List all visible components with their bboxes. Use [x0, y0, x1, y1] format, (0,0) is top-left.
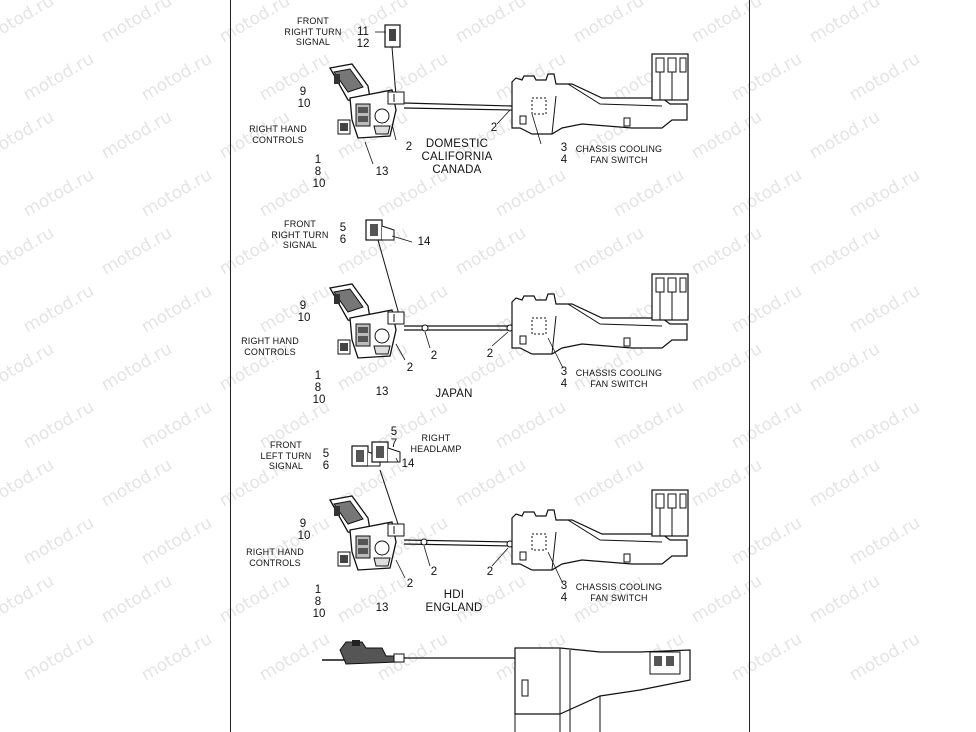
side-view-diagram — [322, 640, 691, 732]
headlamp-label: RIGHT HEADLAMP — [410, 433, 462, 454]
part-number-6: 6 — [322, 460, 330, 472]
hdi-diagram — [329, 441, 689, 585]
part-number-3: 3 — [560, 366, 568, 378]
part-number-8: 8 — [314, 166, 322, 178]
part-number-12: 12 — [356, 38, 370, 50]
part-number-5: 5 — [322, 448, 330, 460]
part-number-3: 3 — [560, 142, 568, 154]
part-number-7: 7 — [390, 438, 398, 450]
part-number-11: 11 — [357, 26, 369, 38]
part-number-1: 1 — [314, 584, 322, 596]
part-number-13: 13 — [375, 602, 389, 614]
switch-label: CHASSIS COOLING FAN SWITCH — [575, 368, 663, 389]
hand-controls-label: RIGHT HAND CONTROLS — [246, 547, 304, 568]
part-number-2c: 2 — [486, 566, 494, 578]
hand-controls-label: RIGHT HAND CONTROLS — [249, 124, 307, 145]
part-number-2: 2 — [405, 141, 413, 153]
part-number-13: 13 — [375, 386, 389, 398]
part-number-14: 14 — [401, 458, 415, 470]
hand-controls-label: RIGHT HAND CONTROLS — [241, 336, 299, 357]
part-number-5b: 5 — [390, 426, 398, 438]
region-label: JAPAN — [435, 388, 473, 400]
part-number-10: 10 — [297, 98, 311, 110]
switch-label: CHASSIS COOLING FAN SWITCH — [575, 582, 663, 603]
part-number-10b: 10 — [312, 394, 326, 406]
part-number-2c: 2 — [486, 348, 494, 360]
part-number-6: 6 — [339, 234, 347, 246]
part-number-2: 2 — [406, 362, 414, 374]
switch-label: CHASSIS COOLING FAN SWITCH — [575, 144, 663, 165]
part-number-9: 9 — [299, 300, 307, 312]
part-number-2b: 2 — [430, 566, 438, 578]
region-label: HDI ENGLAND — [425, 589, 483, 614]
part-number-2b: 2 — [430, 350, 438, 362]
part-number-14: 14 — [417, 236, 431, 248]
part-number-8: 8 — [314, 596, 322, 608]
part-number-4: 4 — [560, 378, 568, 390]
turn-signal-label: FRONT RIGHT TURN SIGNAL — [271, 219, 329, 250]
part-number-4: 4 — [560, 592, 568, 604]
part-number-2: 2 — [406, 578, 414, 590]
part-number-9: 9 — [299, 86, 307, 98]
domestic-diagram — [329, 24, 689, 165]
diagram-frame — [230, 0, 750, 732]
part-number-4: 4 — [560, 154, 568, 166]
part-number-3: 3 — [560, 580, 568, 592]
part-number-1: 1 — [314, 154, 322, 166]
turn-signal-label: FRONT LEFT TURN SIGNAL — [260, 440, 312, 471]
part-number-1: 1 — [314, 370, 322, 382]
part-number-13: 13 — [375, 166, 389, 178]
part-number-2b: 2 — [490, 122, 498, 134]
turn-signal-label: FRONT RIGHT TURN SIGNAL — [284, 16, 342, 47]
part-number-5: 5 — [339, 222, 347, 234]
japan-diagram — [329, 219, 689, 369]
part-number-10: 10 — [297, 530, 311, 542]
part-number-10: 10 — [297, 312, 311, 324]
part-number-10b: 10 — [312, 178, 326, 190]
part-number-9: 9 — [299, 518, 307, 530]
part-number-8: 8 — [314, 382, 322, 394]
region-label: DOMESTIC CALIFORNIA CANADA — [421, 138, 493, 176]
part-number-10b: 10 — [312, 608, 326, 620]
